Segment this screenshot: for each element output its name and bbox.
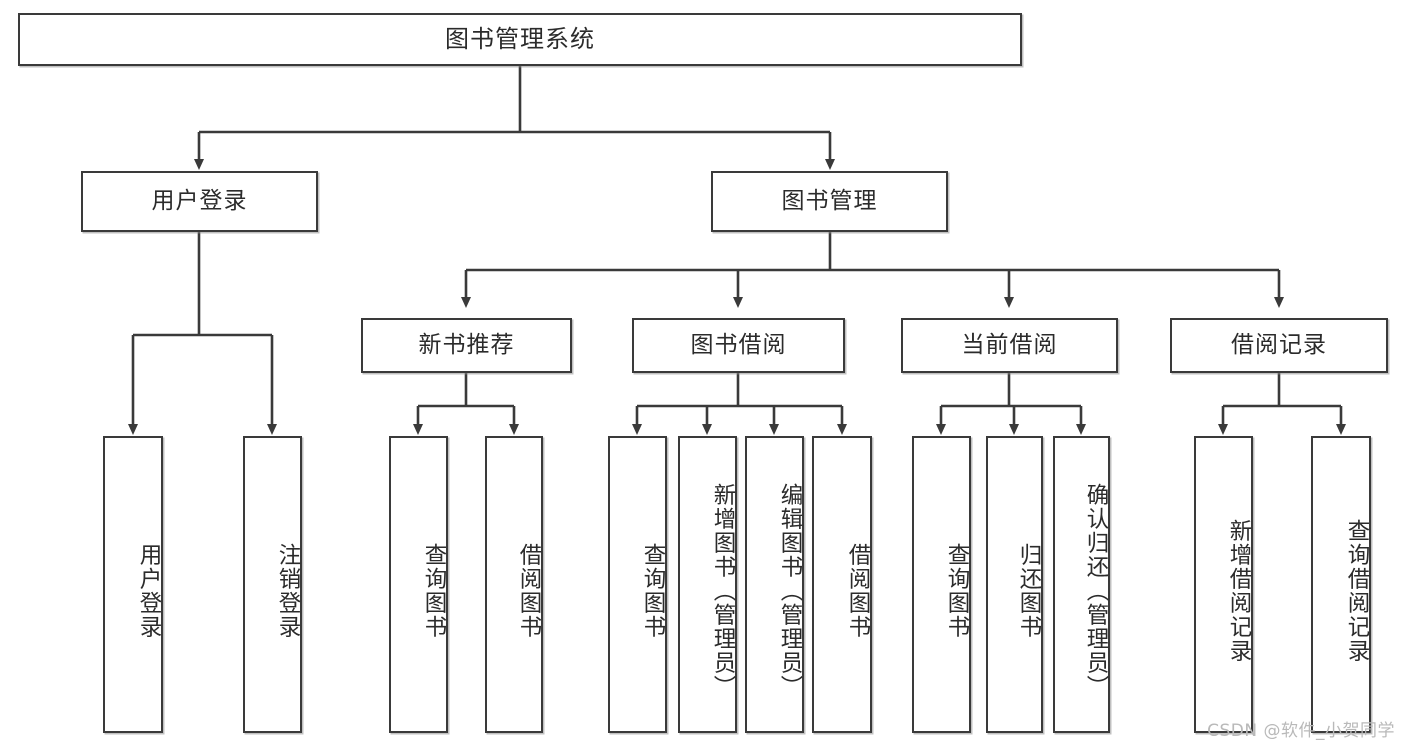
- node-leaf-query-book-1[interactable]: 查询图书: [389, 436, 448, 733]
- node-root[interactable]: 图书管理系统: [18, 13, 1022, 66]
- node-leaf-edit-book-admin[interactable]: 编辑图书（管理员）: [745, 436, 804, 733]
- node-leaf-add-borrow-record[interactable]: 新增借阅记录: [1194, 436, 1253, 733]
- node-book-management[interactable]: 图书管理: [711, 171, 948, 232]
- node-leaf-query-book-3[interactable]: 查询图书: [912, 436, 971, 733]
- node-borrow-record[interactable]: 借阅记录: [1170, 318, 1388, 373]
- node-leaf-query-borrow-record[interactable]: 查询借阅记录: [1311, 436, 1371, 733]
- node-leaf-confirm-return-admin[interactable]: 确认归还（管理员）: [1053, 436, 1110, 733]
- watermark: CSDN @软件_小贺同学: [1207, 721, 1395, 741]
- node-leaf-borrow-book-2[interactable]: 借阅图书: [812, 436, 872, 733]
- node-leaf-user-login[interactable]: 用户登录: [103, 436, 163, 733]
- node-new-book-recommend[interactable]: 新书推荐: [361, 318, 572, 373]
- node-book-borrow[interactable]: 图书借阅: [632, 318, 845, 373]
- node-leaf-borrow-book-1[interactable]: 借阅图书: [485, 436, 543, 733]
- node-leaf-return-book[interactable]: 归还图书: [986, 436, 1043, 733]
- node-leaf-query-book-2[interactable]: 查询图书: [608, 436, 667, 733]
- node-leaf-add-book-admin[interactable]: 新增图书（管理员）: [678, 436, 737, 733]
- node-leaf-logout-login[interactable]: 注销登录: [243, 436, 302, 733]
- node-user-login[interactable]: 用户登录: [81, 171, 318, 232]
- node-current-borrow[interactable]: 当前借阅: [901, 318, 1118, 373]
